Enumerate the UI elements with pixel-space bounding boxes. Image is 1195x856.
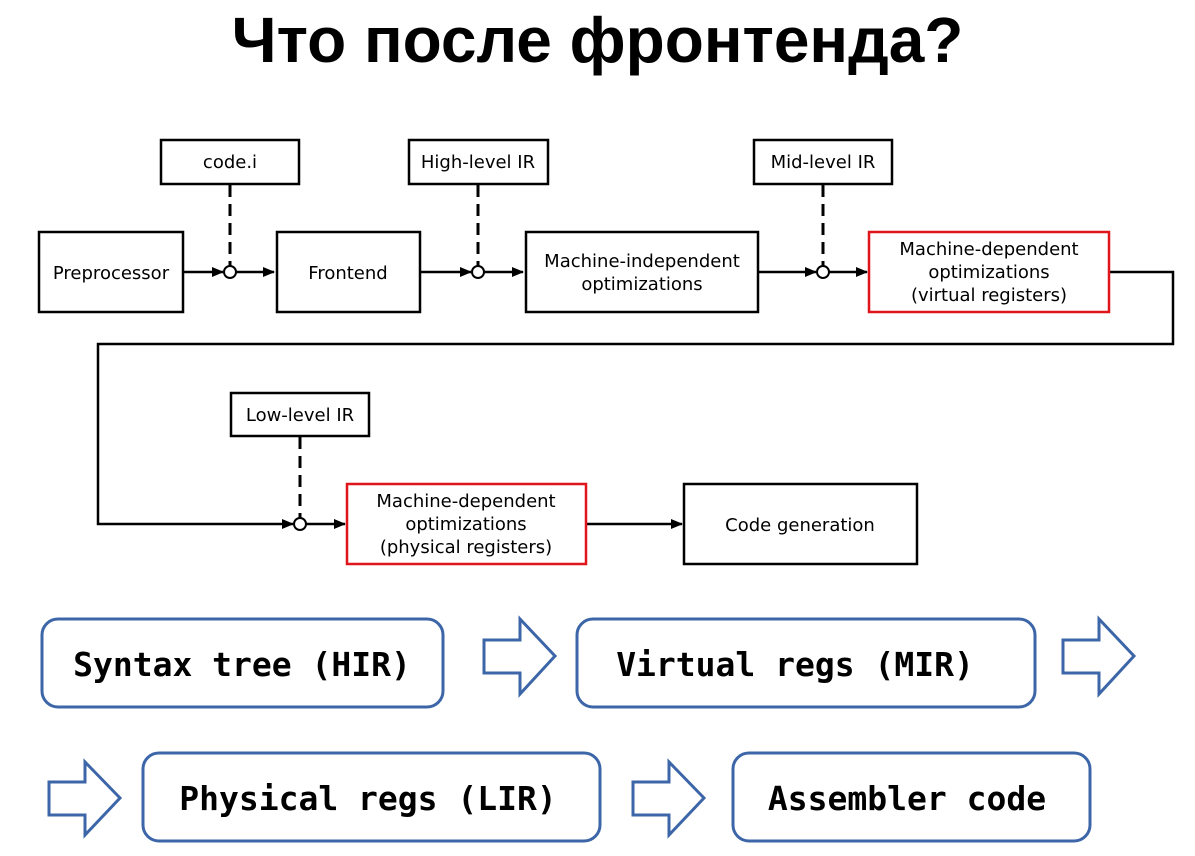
stage-physical-regs: Physical regs (LIR) (141, 751, 602, 843)
artifact-code-i: code.i (159, 138, 301, 186)
stage-syntax-tree-label: Syntax tree (HIR) (73, 645, 411, 684)
stage-syntax-tree: Syntax tree (HIR) (40, 617, 445, 709)
box-machine-dependent-virtual: Machine-dependent optimizations (virtual… (867, 230, 1111, 314)
md-physical-line-2: optimizations (405, 514, 526, 535)
stage-assembler-code-label: Assembler code (768, 779, 1046, 818)
md-physical-line-3: (physical registers) (380, 537, 552, 558)
junction-code-i (223, 265, 237, 279)
box-code-generation: Code generation (682, 482, 919, 566)
md-physical-line-1: Machine-dependent (376, 491, 555, 512)
stage-arrow-3 (47, 758, 123, 839)
junction-mid-level-ir (816, 265, 830, 279)
stage-virtual-regs: Virtual regs (MIR) (575, 617, 1037, 709)
wrap-connector (96, 270, 1175, 529)
stage-arrow-4 (631, 758, 707, 839)
artifact-low-level-ir-label: Low-level IR (246, 405, 354, 426)
code-generation-label: Code generation (725, 515, 875, 536)
artifact-high-level-ir-label: High-level IR (421, 152, 535, 173)
stage-arrow-2 (1061, 615, 1137, 698)
artifact-mid-level-ir-label: Mid-level IR (771, 152, 876, 173)
junction-high-level-ir (471, 265, 485, 279)
artifact-low-level-ir: Low-level IR (229, 391, 371, 438)
md-virtual-line-2: optimizations (928, 262, 1049, 283)
artifact-high-level-ir: High-level IR (407, 138, 550, 186)
preprocessor-label: Preprocessor (53, 263, 170, 284)
box-frontend: Frontend (275, 230, 422, 314)
machine-independent-line-2: optimizations (581, 274, 702, 295)
artifact-mid-level-ir: Mid-level IR (752, 138, 894, 186)
box-machine-independent: Machine-independent optimizations (524, 230, 760, 314)
machine-independent-line-1: Machine-independent (544, 251, 740, 272)
stage-virtual-regs-label: Virtual regs (MIR) (616, 645, 974, 684)
stage-arrow-1 (482, 615, 558, 698)
page-title: Что после фронтенда? (231, 4, 964, 76)
stage-physical-regs-label: Physical regs (LIR) (179, 779, 557, 818)
box-machine-dependent-physical: Machine-dependent optimizations (physica… (345, 482, 588, 566)
md-virtual-line-1: Machine-dependent (899, 239, 1078, 260)
stage-assembler-code: Assembler code (731, 751, 1092, 843)
box-preprocessor: Preprocessor (37, 230, 185, 314)
junction-low-level-ir (293, 517, 307, 531)
frontend-label: Frontend (308, 263, 387, 284)
md-virtual-line-3: (virtual registers) (911, 285, 1067, 306)
artifact-code-i-label: code.i (203, 152, 257, 173)
